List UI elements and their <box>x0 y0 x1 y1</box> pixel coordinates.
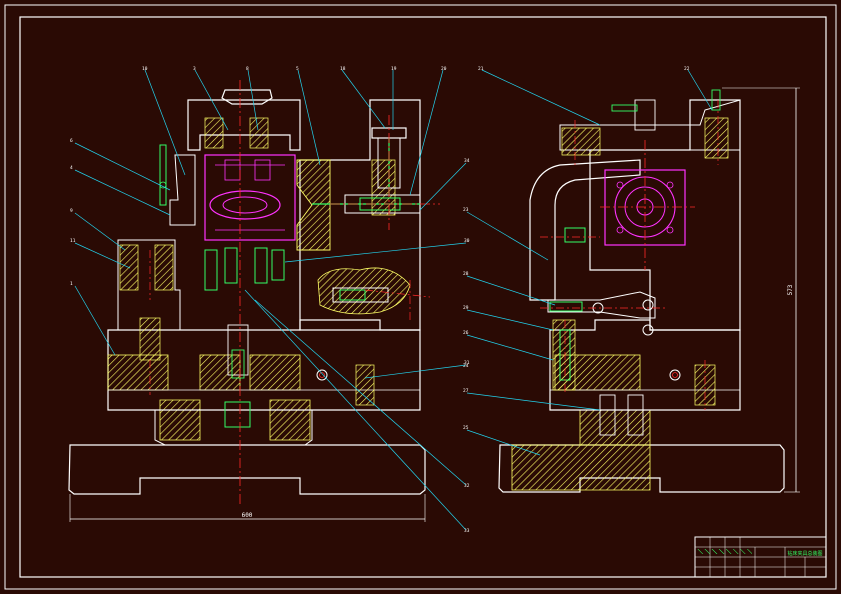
front-top-handle <box>221 89 273 105</box>
front-base-width-dim: 600 <box>242 512 253 519</box>
svg-text:20: 20 <box>441 66 447 72</box>
svg-text:11: 11 <box>70 238 76 244</box>
inner-frame <box>19 16 827 578</box>
side-top-arm <box>559 99 741 151</box>
side-view: 573 <box>498 87 800 493</box>
side-height-dim: 573 <box>787 284 794 295</box>
front-locating-pins <box>204 247 285 428</box>
svg-text:30: 30 <box>464 238 470 244</box>
svg-text:23: 23 <box>463 207 469 213</box>
svg-text:5: 5 <box>296 66 299 72</box>
svg-text:25: 25 <box>463 425 469 431</box>
svg-text:3: 3 <box>193 66 196 72</box>
outer-frame <box>4 4 837 590</box>
svg-text:29: 29 <box>463 305 469 311</box>
front-workpiece <box>204 154 296 241</box>
front-base-plate <box>68 444 426 495</box>
front-top-head <box>187 99 301 151</box>
svg-text:34: 34 <box>464 158 470 164</box>
front-v-block <box>296 159 331 251</box>
front-left-column <box>117 239 181 331</box>
front-view: 600 <box>68 80 440 522</box>
side-lever-arm <box>547 291 656 319</box>
front-callout-labels: 10 3 8 5 18 19 20 6 4 9 11 1 34 30 31 32… <box>70 66 470 534</box>
svg-text:32: 32 <box>464 483 470 489</box>
svg-text:8: 8 <box>246 66 249 72</box>
svg-text:27: 27 <box>463 388 469 394</box>
front-right-upright <box>299 99 421 331</box>
svg-text:24: 24 <box>463 363 469 369</box>
title-block-name: 钻床夹具总装图 <box>787 550 822 557</box>
side-callouts <box>466 69 713 456</box>
svg-text:6: 6 <box>70 138 73 144</box>
svg-text:28: 28 <box>463 271 469 277</box>
svg-text:33: 33 <box>464 528 470 534</box>
svg-text:22: 22 <box>684 66 690 72</box>
svg-text:10: 10 <box>142 66 148 72</box>
front-upright-hatch <box>317 267 411 315</box>
title-block: 钻床夹具总装图 <box>694 536 827 578</box>
svg-text:9: 9 <box>70 208 73 214</box>
svg-text:21: 21 <box>478 66 484 72</box>
svg-text:31: 31 <box>464 360 470 366</box>
svg-text:26: 26 <box>463 330 469 336</box>
side-base-plate <box>498 444 785 493</box>
svg-text:19: 19 <box>391 66 397 72</box>
side-right-upright <box>589 99 741 331</box>
front-left-clamp <box>169 154 196 226</box>
front-callouts <box>74 69 467 531</box>
side-c-frame <box>529 159 641 301</box>
side-callout-labels: 21 22 23 28 29 26 27 25 24 <box>463 66 690 431</box>
svg-text:4: 4 <box>70 165 73 171</box>
svg-text:1: 1 <box>70 281 73 287</box>
svg-text:18: 18 <box>340 66 346 72</box>
